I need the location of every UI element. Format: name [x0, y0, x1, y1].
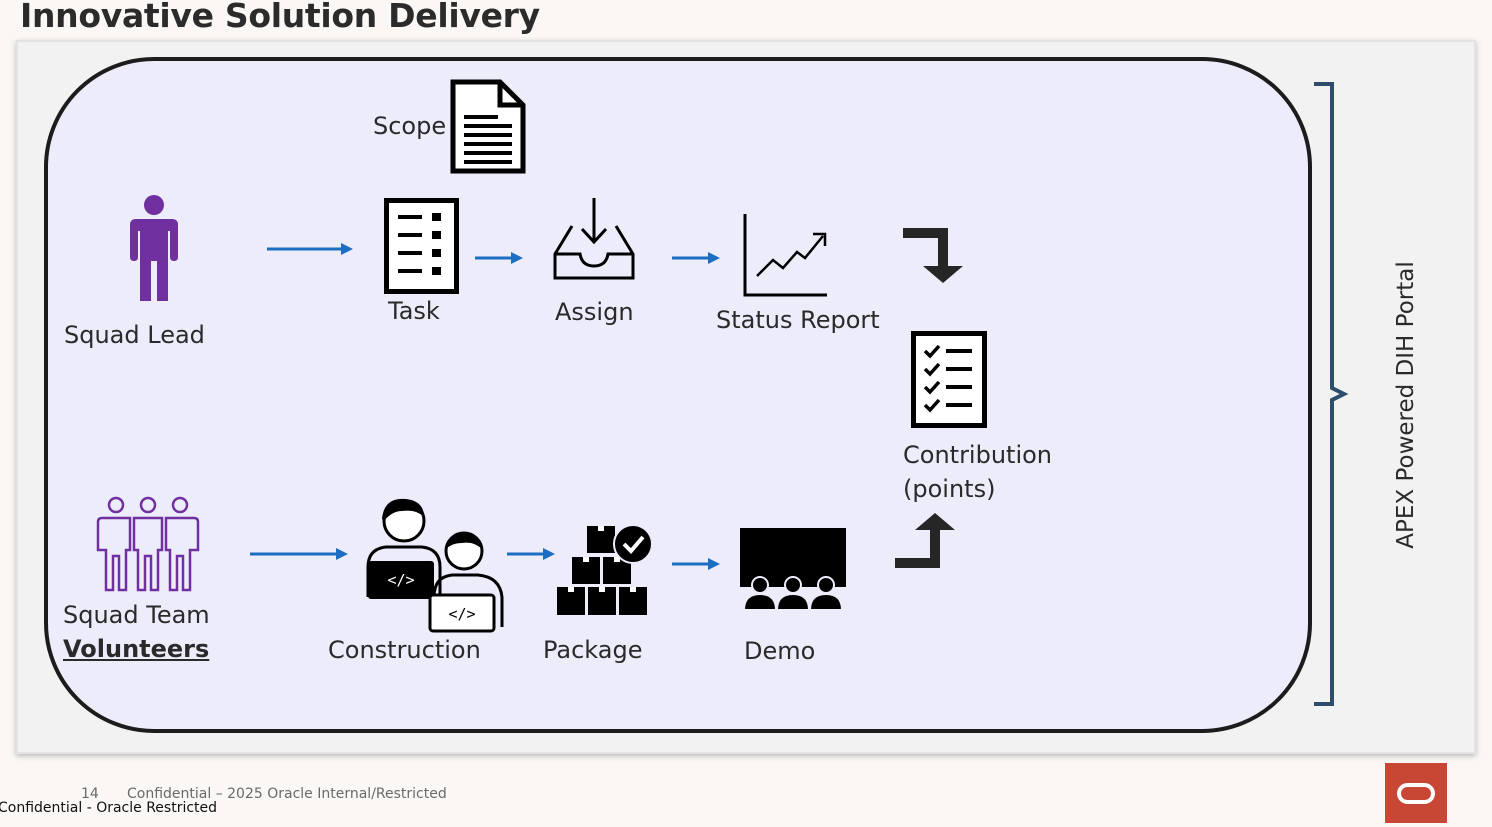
line-chart-icon [743, 214, 827, 297]
presentation-screen-icon [740, 528, 846, 611]
inbox-icon [553, 198, 635, 280]
oracle-logo-icon [1397, 783, 1435, 804]
developers-icon: </> </> [366, 498, 504, 633]
process-panel [44, 57, 1312, 733]
checklist-icon [911, 331, 987, 428]
oracle-logo [1385, 763, 1447, 823]
package-boxes-icon [557, 524, 653, 615]
status-report-label: Status Report [716, 306, 880, 334]
scope-label: Scope [373, 112, 447, 140]
task-label: Task [388, 297, 440, 325]
flow-arrow [475, 252, 523, 264]
package-label: Package [543, 636, 643, 664]
contribution-label: Contribution [903, 441, 1053, 469]
task-list-icon [384, 198, 459, 294]
elbow-up-arrow-icon [895, 513, 955, 568]
confidential-note: Confidential – 2025 Oracle Internal/Rest… [127, 786, 447, 802]
flow-arrow [672, 252, 720, 264]
flow-arrow [267, 243, 353, 255]
svg-text:</>: </> [448, 605, 475, 623]
volunteers-label: Volunteers [63, 635, 210, 663]
person-icon [130, 195, 178, 301]
contribution-points-label: (points) [903, 475, 996, 503]
classification-label: Confidential - Oracle Restricted [0, 800, 218, 816]
assign-label: Assign [555, 298, 634, 326]
construction-label: Construction [328, 636, 481, 664]
flow-arrow [250, 548, 348, 560]
document-icon [450, 79, 526, 174]
page-number: 14 [81, 786, 99, 802]
squad-lead-label: Squad Lead [64, 321, 205, 349]
slide-title: Innovative Solution Delivery [20, 0, 540, 35]
demo-label: Demo [744, 637, 816, 665]
flow-arrow [672, 558, 720, 570]
svg-text:</>: </> [387, 571, 414, 589]
portal-label: APEX Powered DIH Portal [1393, 261, 1419, 549]
flow-arrow [507, 548, 555, 560]
brace-bracket [1314, 82, 1349, 706]
squad-team-label: Squad Team [63, 601, 210, 629]
team-icon [96, 496, 200, 592]
elbow-down-arrow-icon [903, 228, 963, 283]
